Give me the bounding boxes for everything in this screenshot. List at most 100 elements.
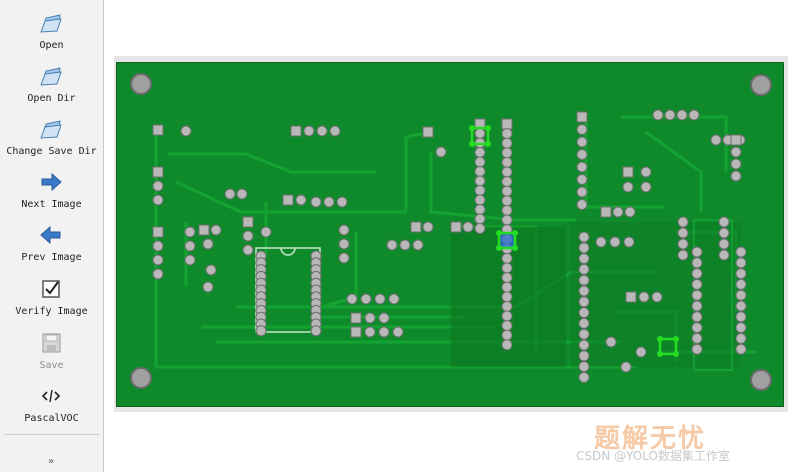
pascalvoc-button[interactable]: PascalVOC: [0, 377, 103, 429]
pcb-pad: [501, 252, 513, 264]
pcb-pad: [184, 240, 196, 252]
pcb-pad: [691, 332, 703, 344]
pcb-pad: [735, 311, 747, 323]
pcb-pad: [184, 254, 196, 266]
pcb-pad: [578, 274, 590, 286]
pcb-pad: [623, 236, 635, 248]
pcb-pad: [501, 272, 513, 284]
pcb-pad: [501, 185, 513, 197]
pcb-pad: [691, 278, 703, 290]
watermark-text: 题解无忧: [594, 424, 707, 454]
pcb-pad: [730, 134, 742, 146]
pcb-pad: [388, 293, 400, 305]
pcb-pad: [688, 109, 700, 121]
pcb-pad: [576, 174, 588, 185]
pcb-pad: [638, 291, 650, 303]
pcb-pad: [578, 231, 590, 243]
pcb-pad: [664, 109, 676, 121]
pcb-pad: [730, 170, 742, 182]
pcb-pad: [718, 227, 730, 239]
pcb-pad: [576, 111, 588, 123]
pcb-pad: [316, 125, 328, 137]
pcb-pad: [255, 325, 267, 337]
pcb-pad: [501, 137, 513, 149]
pcb-pad: [691, 311, 703, 323]
pcb-pad: [735, 343, 747, 355]
pcb-pad: [323, 196, 335, 208]
pcb-pad: [735, 332, 747, 344]
open-button[interactable]: Open: [0, 4, 103, 56]
pcb-pad: [501, 310, 513, 322]
pcb-pad: [184, 226, 196, 238]
pcb-pad: [625, 291, 637, 303]
pcb-pad: [152, 268, 164, 280]
pcb-pad: [224, 188, 236, 200]
pcb-pad: [501, 339, 513, 351]
pcb-image: [116, 62, 784, 407]
pcb-pad: [242, 230, 254, 242]
pcb-pad: [422, 221, 434, 233]
pcb-pad: [501, 320, 513, 332]
pcb-pad: [718, 249, 730, 261]
pcb-pad: [677, 227, 689, 239]
next-image-button[interactable]: Next Image: [0, 163, 103, 215]
save-button[interactable]: Save: [0, 324, 103, 376]
pcb-pad: [152, 124, 164, 136]
verify-image-button[interactable]: Verify Image: [0, 270, 103, 322]
pcb-pad: [412, 239, 424, 251]
pcb-pad: [677, 216, 689, 228]
pcb-pad: [303, 125, 315, 137]
open-label: Open: [39, 40, 64, 51]
pcb-pad: [730, 146, 742, 158]
code-icon: [41, 389, 61, 403]
pcb-pad: [576, 124, 588, 135]
prev-image-label: Prev Image: [21, 252, 82, 263]
annotation-box-green-1-handles: [469, 125, 491, 147]
pcb-pad: [677, 249, 689, 261]
csdn-credit-text: CSDN @YOLO数据集工作室: [576, 449, 730, 463]
pcb-pad: [578, 296, 590, 308]
toolbar-extension-chevron[interactable]: »: [47, 456, 55, 467]
change-save-dir-button[interactable]: Change Save Dir: [0, 110, 103, 162]
pcb-pad: [501, 300, 513, 312]
pcb-pad: [205, 264, 217, 276]
mounting-holes: [130, 73, 772, 391]
annotation-box-green-2-handles: [657, 336, 679, 357]
pcb-pad: [374, 293, 386, 305]
pcb-pad: [350, 312, 362, 324]
pcb-pad: [677, 238, 689, 250]
pcb-pad: [350, 326, 362, 338]
prev-image-button[interactable]: Prev Image: [0, 216, 103, 268]
pcb-pad: [474, 147, 486, 158]
pcb-pad: [152, 240, 164, 252]
annotation-box-selected: [497, 231, 517, 250]
pcb-pad: [152, 254, 164, 266]
pcb-pad: [364, 326, 376, 338]
pcb-pad: [198, 224, 210, 236]
pcb-pad: [462, 221, 474, 233]
open-dir-button[interactable]: Open Dir: [0, 57, 103, 109]
pcb-pad: [718, 216, 730, 228]
pcb-pad: [735, 278, 747, 290]
pcb-pad: [735, 257, 747, 269]
pcb-pad: [578, 253, 590, 265]
pcb-pad: [676, 109, 688, 121]
pcb-pad: [474, 213, 486, 225]
pcb-pad: [346, 293, 358, 305]
annotation-box-green-2: [658, 337, 678, 356]
save-icon: [42, 333, 61, 353]
pcb-pad: [210, 224, 222, 236]
toolbar: Open Open Dir Change Save Dir Next Image…: [0, 0, 104, 472]
pcb-pad: [622, 181, 634, 193]
pcb-pad: [578, 285, 590, 297]
pcb-pad: [435, 146, 447, 158]
pcb-pad: [364, 312, 376, 324]
pcb-pad: [202, 281, 214, 293]
pcb-pad: [691, 246, 703, 258]
pcb-pad: [718, 238, 730, 250]
pcb-pad: [624, 206, 636, 218]
pcb-pad: [576, 161, 588, 173]
open-folder-icon: [40, 14, 62, 33]
arrow-left-icon: [40, 225, 61, 245]
toolbar-separator: [4, 434, 100, 435]
